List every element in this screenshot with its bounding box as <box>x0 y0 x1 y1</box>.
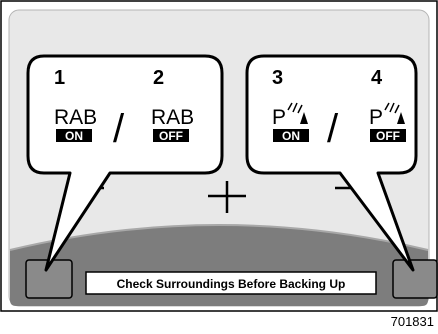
callout-number-3: 3 <box>272 67 283 89</box>
warning-banner-text: Check Surroundings Before Backing Up <box>117 277 346 291</box>
rab-separator: / <box>113 107 125 151</box>
parking-on-badge-bg <box>273 129 309 142</box>
right-indicator <box>392 259 438 299</box>
center-plus-mark <box>208 181 246 213</box>
warning-banner-box <box>85 271 377 295</box>
rab-callout-bubble <box>26 54 224 272</box>
parking-off-badge: OFF <box>376 129 400 143</box>
callout-number-2: 2 <box>153 67 164 89</box>
rab-label-1: RAB <box>54 106 97 129</box>
rab-on-badge-bg <box>56 129 92 142</box>
parking-off-badge-bg <box>370 129 406 142</box>
callout-number-4: 4 <box>371 67 383 89</box>
callout-number-1: 1 <box>54 67 65 89</box>
rab-off-badge-bg <box>153 129 189 142</box>
parking-separator: / <box>327 107 339 151</box>
parking-sensor-callout-bubble <box>245 54 418 272</box>
rab-label-2: RAB <box>151 106 194 129</box>
parking-label-3: P <box>272 106 286 129</box>
parking-sensor-icon <box>287 102 308 124</box>
parking-sensor-icon <box>384 102 405 124</box>
rab-on-badge: ON <box>65 129 83 143</box>
parking-label-4: P <box>369 106 383 129</box>
rab-off-badge: OFF <box>159 129 183 143</box>
figure-id-label: 701831 <box>390 314 434 329</box>
parking-on-badge: ON <box>282 129 300 143</box>
